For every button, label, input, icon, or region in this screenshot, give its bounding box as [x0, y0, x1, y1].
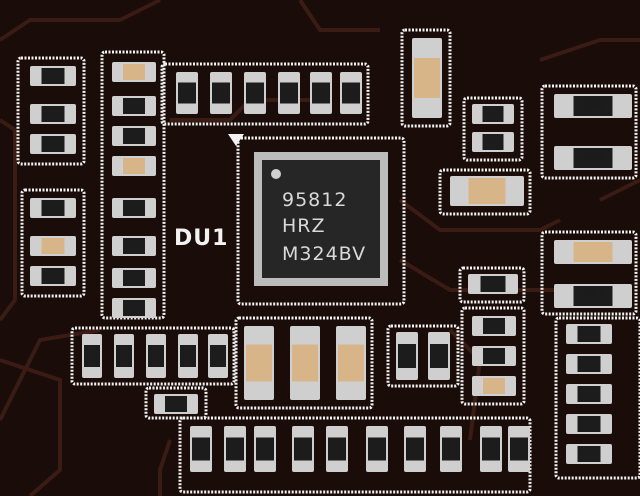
pin1-marker	[228, 134, 244, 146]
qfn-chip	[254, 152, 388, 286]
smd-resistor	[554, 146, 632, 170]
smd-resistor	[292, 426, 314, 472]
smd-resistor	[278, 72, 300, 114]
resistor-marking: 2R2	[582, 150, 606, 165]
smd-resistor	[224, 426, 246, 472]
smd-resistor	[112, 236, 156, 256]
smd-resistor	[112, 198, 156, 218]
smd-capacitor	[336, 326, 366, 400]
chip-marking-line3: M324BV	[282, 243, 367, 265]
smd-resistor	[554, 94, 632, 118]
smd-capacitor	[30, 236, 76, 256]
smd-resistor	[480, 426, 502, 472]
smd-capacitor	[554, 240, 632, 264]
smd-resistor	[566, 384, 612, 404]
smd-resistor	[178, 334, 198, 378]
smd-resistor	[30, 198, 76, 218]
smd-resistor	[472, 346, 516, 366]
smd-resistor	[112, 126, 156, 146]
chip-marking-line1: 95812	[282, 189, 348, 211]
smd-resistor	[440, 426, 462, 472]
smd-resistor	[112, 268, 156, 288]
smd-resistor	[566, 414, 612, 434]
smd-capacitor	[472, 376, 516, 396]
smd-resistor	[566, 444, 612, 464]
smd-resistor	[566, 324, 612, 344]
smd-resistor	[366, 426, 388, 472]
smd-capacitor	[412, 38, 442, 118]
smd-resistor	[30, 266, 76, 286]
smd-resistor	[472, 104, 514, 124]
smd-resistor	[254, 426, 276, 472]
smd-resistor	[190, 426, 212, 472]
smd-resistor	[326, 426, 348, 472]
smd-resistor	[112, 96, 156, 116]
smd-resistor	[30, 66, 76, 86]
smd-capacitor	[244, 326, 274, 400]
smd-resistor	[244, 72, 266, 114]
smd-resistor	[154, 394, 198, 414]
smd-resistor	[208, 334, 228, 378]
smd-resistor	[210, 72, 232, 114]
smd-resistor	[468, 274, 518, 294]
smd-resistor	[112, 298, 156, 318]
smd-resistor	[82, 334, 102, 378]
smd-resistor	[146, 334, 166, 378]
smd-capacitor	[450, 176, 524, 206]
smd-resistor	[114, 334, 134, 378]
smd-components	[30, 38, 632, 472]
smd-resistor	[310, 72, 332, 114]
smd-capacitor	[290, 326, 320, 400]
smd-resistor	[176, 72, 198, 114]
smd-resistor	[404, 426, 426, 472]
smd-resistor	[30, 134, 76, 154]
smd-resistor	[554, 284, 632, 308]
smd-resistor	[396, 332, 418, 380]
resistor-marking: 2R2	[582, 98, 606, 113]
silkscreen-outlines	[16, 28, 640, 494]
smd-resistor	[566, 354, 612, 374]
smd-resistor	[472, 316, 516, 336]
smd-resistor	[30, 104, 76, 124]
smd-capacitor	[112, 156, 156, 176]
smd-capacitor	[112, 62, 156, 82]
designator-label: DU1	[174, 226, 229, 251]
smd-resistor	[472, 132, 514, 152]
smd-resistor	[428, 332, 450, 380]
smd-resistor	[508, 426, 530, 472]
resistor-marking: 2R2	[582, 287, 606, 302]
smd-resistor	[340, 72, 362, 114]
chip-marking-line2: HRZ	[282, 215, 326, 237]
